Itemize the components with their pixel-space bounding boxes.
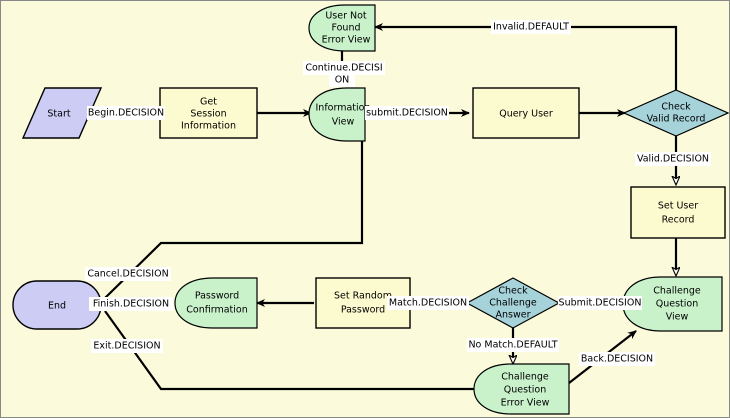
node-challenge-error-line1: Challenge — [501, 372, 549, 383]
svg-text:Begin.DECISION: Begin.DECISION — [88, 108, 164, 119]
edge-label-no-match-default: No Match.DEFAULT — [467, 338, 559, 352]
node-get-session-line1: Get — [200, 97, 217, 108]
edge-label-submit-decision-lower: submit.DECISION — [365, 106, 449, 120]
node-user-not-found-error-view[interactable]: User Not Found Error View — [308, 4, 376, 52]
node-check-challenge-line2: Challenge — [489, 298, 537, 309]
node-challenge-question-error-view[interactable]: Challenge Question Error View — [473, 363, 570, 415]
node-information-view[interactable]: Information View — [308, 87, 371, 142]
node-check-challenge-line3: Answer — [496, 310, 531, 321]
node-check-valid-line1: Check — [661, 102, 691, 113]
edge-label-continue-decision: Continue.DECISI ON — [303, 61, 385, 87]
node-set-random-password-line1: Set Random — [334, 291, 392, 302]
node-password-confirmation-line2: Confirmation — [186, 305, 247, 316]
node-challenge-error-line2: Question — [504, 385, 547, 396]
svg-text:Invalid.DEFAULT: Invalid.DEFAULT — [493, 22, 569, 33]
svg-text:Match.DECISION: Match.DECISION — [389, 298, 467, 309]
node-challenge-question-view-line3: View — [666, 312, 689, 323]
node-get-session-line3: Information — [181, 121, 236, 132]
svg-text:ON: ON — [335, 75, 350, 86]
svg-text:Valid.DECISION: Valid.DECISION — [637, 154, 709, 165]
node-challenge-question-view-line1: Challenge — [653, 286, 701, 297]
node-start-label: Start — [47, 109, 70, 120]
svg-text:No Match.DEFAULT: No Match.DEFAULT — [468, 340, 557, 351]
node-query-user[interactable]: Query User — [472, 87, 580, 139]
edge-label-begin-decision: Begin.DECISION — [87, 106, 165, 120]
node-information-view-line2: View — [332, 117, 355, 128]
node-check-valid-record[interactable]: Check Valid Record — [622, 89, 729, 137]
svg-text:Exit.DECISION: Exit.DECISION — [93, 341, 160, 352]
node-query-user-label: Query User — [499, 109, 553, 120]
svg-text:Continue.DECISI: Continue.DECISI — [305, 63, 382, 74]
svg-text:submit.DECISION: submit.DECISION — [366, 108, 448, 119]
node-set-user-record-line2: Record — [662, 215, 695, 226]
node-get-session-information[interactable]: Get Session Information — [159, 87, 258, 139]
node-challenge-question-view[interactable]: Challenge Question View — [622, 276, 723, 332]
node-password-confirmation-line1: Password — [195, 291, 239, 302]
svg-text:Back.DECISION: Back.DECISION — [581, 354, 653, 365]
svg-text:Finish.DECISION: Finish.DECISION — [93, 299, 169, 310]
node-set-user-record-line1: Set User — [658, 201, 698, 212]
node-password-confirmation[interactable]: Password Confirmation — [174, 277, 258, 329]
edge-invalid-default — [374, 23, 678, 93]
edge-label-valid-decision: Valid.DECISION — [635, 152, 711, 166]
node-challenge-question-view-line2: Question — [656, 299, 699, 310]
node-check-valid-line2: Valid Record — [647, 114, 706, 125]
edge-label-match-decision: Match.DECISION — [387, 296, 469, 310]
edge-exit-decision — [104, 310, 477, 391]
node-information-view-line1: Information — [316, 103, 371, 114]
node-check-challenge-answer[interactable]: Check Challenge Answer — [465, 277, 561, 329]
node-end-label: End — [48, 301, 66, 312]
node-user-not-found-line2: Found — [331, 23, 360, 34]
edge-label-exit-decision: Exit.DECISION — [91, 339, 163, 353]
edge-label-cancel-decision: Cancel.DECISION — [85, 267, 171, 281]
node-get-session-line2: Session — [190, 109, 226, 120]
node-set-random-password-line2: Password — [341, 305, 385, 316]
node-user-not-found-line3: Error View — [322, 35, 371, 46]
node-end[interactable]: End — [12, 280, 102, 330]
edge-label-back-decision: Back.DECISION — [579, 352, 655, 366]
node-set-user-record[interactable]: Set User Record — [630, 186, 726, 239]
node-start[interactable]: Start — [21, 87, 103, 139]
svg-text:Cancel.DECISION: Cancel.DECISION — [87, 269, 168, 280]
svg-text:Submit.DECISION: Submit.DECISION — [559, 298, 642, 309]
node-check-challenge-line1: Check — [498, 286, 528, 297]
edge-label-invalid-default: Invalid.DEFAULT — [491, 20, 571, 34]
edge-label-finish-decision: Finish.DECISION — [89, 297, 173, 311]
node-challenge-error-line3: Error View — [501, 398, 550, 409]
edge-label-submit-decision-upper: Submit.DECISION — [558, 296, 642, 310]
node-user-not-found-line1: User Not — [325, 11, 367, 22]
